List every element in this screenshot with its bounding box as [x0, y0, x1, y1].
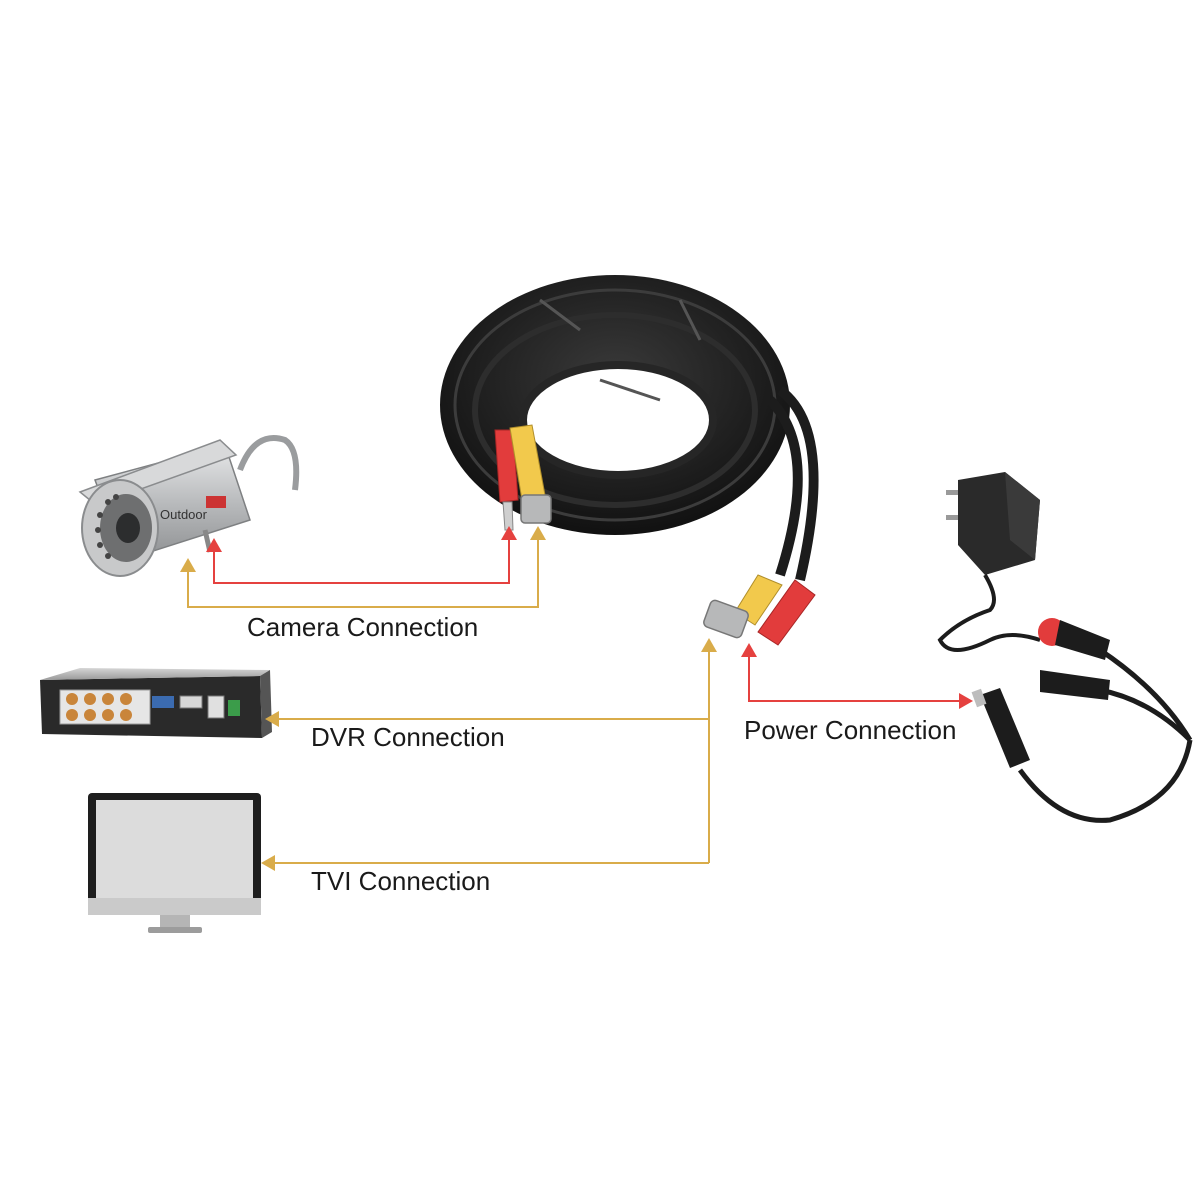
- coiled-cable-icon: [440, 275, 819, 646]
- power-connection-label: Power Connection: [744, 715, 957, 745]
- camera-side-connectors: [494, 424, 552, 531]
- power-adapter-icon: [937, 472, 1193, 823]
- monitor-icon: [88, 793, 261, 933]
- dvr-icon: [40, 668, 272, 738]
- camera-icon: Outdoor: [78, 435, 300, 577]
- device-side-connectors: [703, 574, 816, 646]
- dvr-connection-label: DVR Connection: [311, 722, 505, 752]
- power-line: [741, 643, 973, 709]
- camera-video-line: [180, 526, 546, 608]
- camera-brand-label: Outdoor: [160, 507, 208, 522]
- dvr-video-line: [265, 711, 709, 727]
- video-trunk-line: [701, 638, 717, 863]
- camera-power-line: [206, 526, 517, 584]
- tvi-video-line: [261, 855, 709, 871]
- camera-connection-label: Camera Connection: [247, 612, 479, 642]
- tvi-connection-label: TVI Connection: [311, 866, 491, 896]
